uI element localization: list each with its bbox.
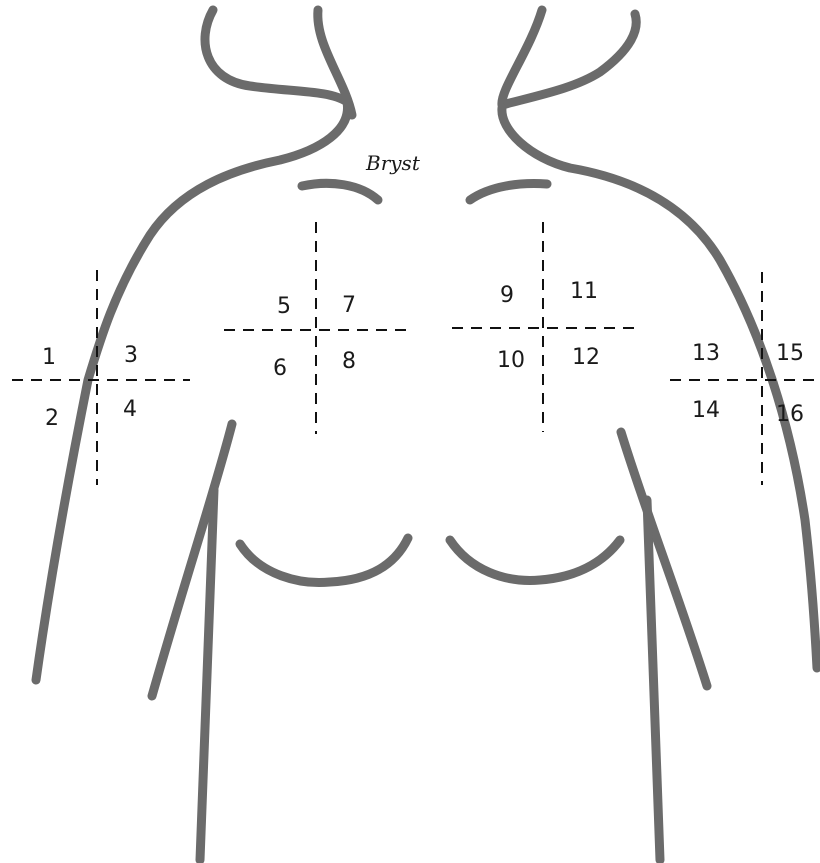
crosshair-right-inner <box>452 222 636 432</box>
quadrant-label: 5 <box>277 294 291 319</box>
right-breast-curve <box>450 540 620 580</box>
right-neck-outline <box>502 10 636 105</box>
quadrant-label: 8 <box>342 349 356 374</box>
quadrant-label: 16 <box>776 402 804 427</box>
crosshair-left-inner <box>224 222 408 434</box>
right-collarbone <box>470 184 547 200</box>
quadrant-label: 7 <box>342 293 356 318</box>
body-outline <box>36 10 817 860</box>
left-armpit-line <box>152 424 232 696</box>
left-breast-curve <box>240 538 408 583</box>
quadrant-label: 6 <box>273 356 287 381</box>
quadrant-label: 14 <box>692 398 720 423</box>
left-collarbone <box>302 183 378 200</box>
quadrant-label: 1 <box>42 345 56 370</box>
quadrant-label: 12 <box>572 345 600 370</box>
quadrant-label: 4 <box>123 397 137 422</box>
left-torso-line <box>200 490 214 860</box>
quadrant-label: 9 <box>500 283 514 308</box>
quadrant-label: 13 <box>692 341 720 366</box>
quadrant-labels: 1 2 3 4 5 6 7 8 9 10 11 12 13 14 15 16 <box>42 279 804 431</box>
quadrant-label: 11 <box>570 279 598 304</box>
quadrant-label: 15 <box>776 341 804 366</box>
quadrant-label: 3 <box>124 343 138 368</box>
right-armpit-line <box>621 432 707 686</box>
quadrant-label: 10 <box>497 348 525 373</box>
crosshair-left-outer <box>12 270 190 485</box>
diagram-title: Bryst <box>365 151 421 175</box>
right-hair-strand <box>502 108 817 668</box>
quadrant-label: 2 <box>45 406 59 431</box>
